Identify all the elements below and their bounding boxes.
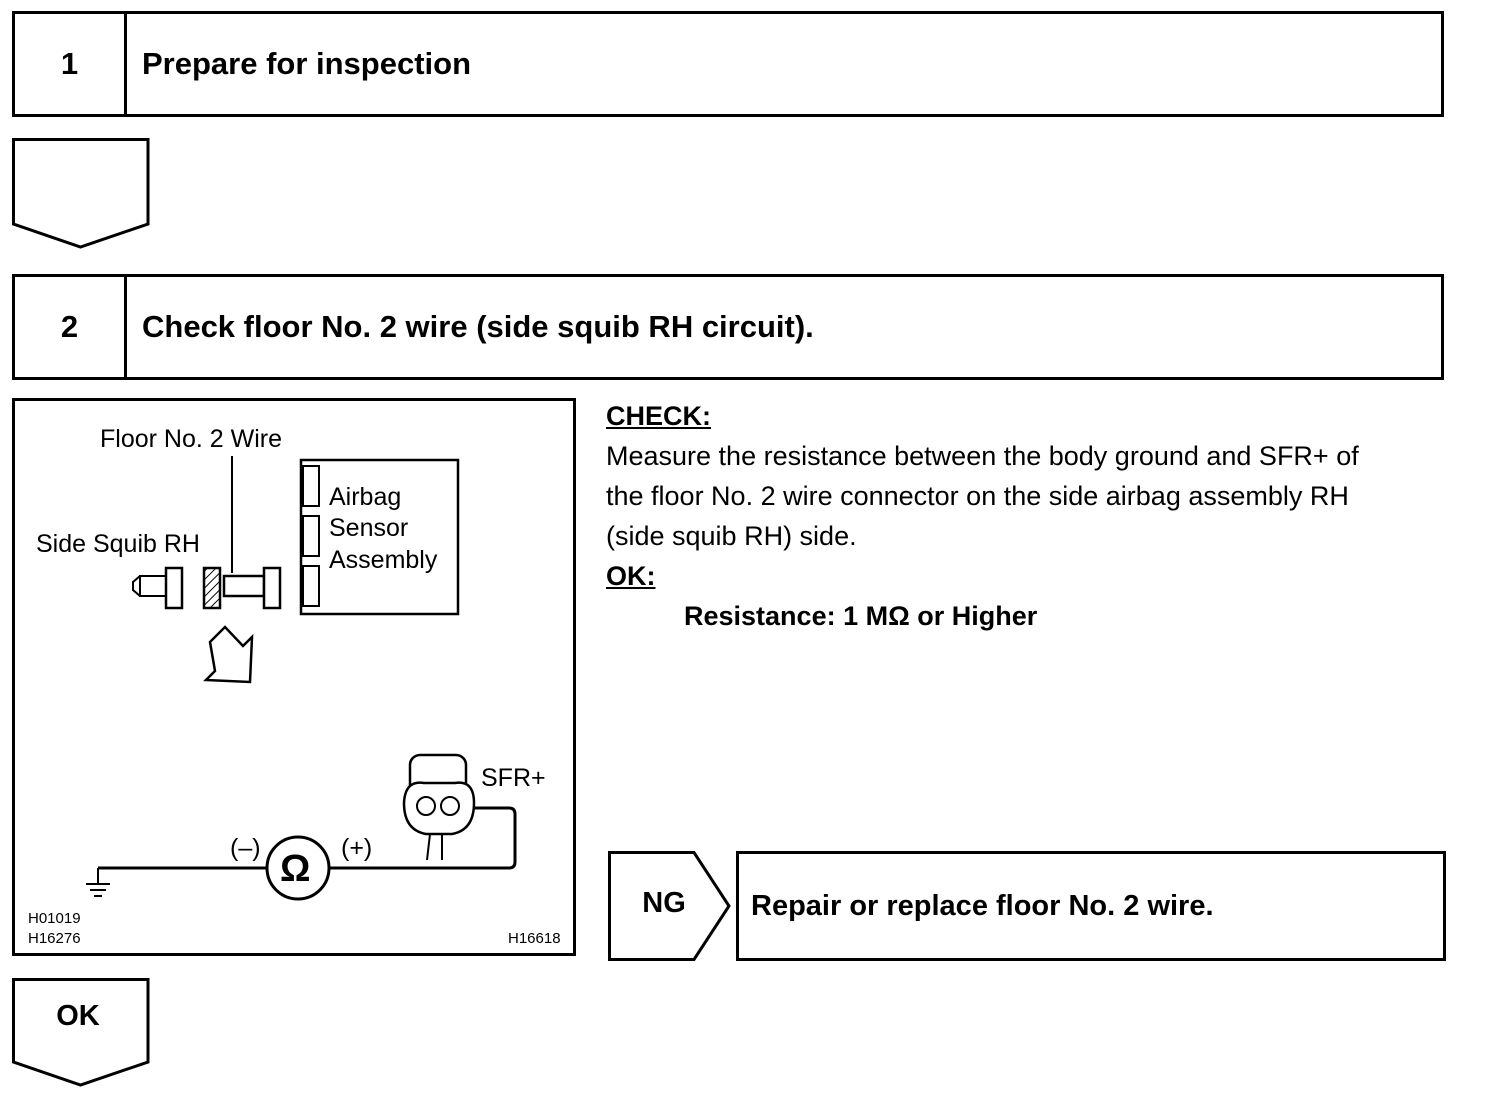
wiring-illustration: Floor No. 2 Wire Side Squib RH Airbag Se… [12, 398, 576, 956]
ok-label: OK [56, 1000, 100, 1032]
figure-code: H01019 [28, 910, 81, 927]
sensor-connector-slot [302, 465, 320, 507]
squib-plug-tip [132, 575, 141, 597]
squib-connector [164, 566, 184, 610]
ng-result-tag: NG [608, 851, 732, 963]
step-title: Prepare for inspection [142, 46, 472, 81]
step-title: Check floor No. 2 wire (side squib RH ci… [142, 309, 814, 344]
floor-wire-label: Floor No. 2 Wire [100, 425, 282, 453]
sensor-connector-slot [302, 515, 320, 557]
figure-code: H16618 [508, 930, 561, 947]
sensor-label-line1: Airbag [329, 483, 402, 511]
sensor-label-line2: Sensor [329, 514, 409, 542]
flow-arrow [12, 138, 150, 250]
check-text-line: Measure the resistance between the body … [606, 441, 1359, 471]
resistance-spec: Resistance: 1 MΩ or Higher [684, 601, 1038, 631]
check-text-line: (side squib RH) side. [606, 521, 857, 551]
floor-wire-body [222, 574, 266, 598]
direction-arrow-icon [203, 625, 254, 684]
plus-label: (+) [341, 834, 373, 862]
step-2-header: 2 Check floor No. 2 wire (side squib RH … [12, 274, 1444, 380]
sensor-assembly-box [299, 458, 460, 616]
step-number: 1 [15, 14, 127, 114]
ok-result-tag: OK [12, 978, 150, 1090]
ok-heading: OK: [606, 561, 656, 591]
terminal-label: SFR+ [481, 764, 546, 792]
minus-label: (–) [230, 834, 261, 862]
connector-wires [426, 833, 443, 861]
ok-arrow-shape [12, 978, 150, 1087]
ng-label: NG [642, 887, 686, 919]
ng-action-text: Repair or replace floor No. 2 wire. [751, 889, 1214, 922]
ng-arrow-shape [608, 851, 731, 961]
squib-plug-body [139, 575, 167, 597]
floor-wire-end-connector [262, 566, 282, 610]
check-instructions: CHECK: Measure the resistance between th… [606, 396, 1456, 636]
sensor-label-line3: Assembly [329, 546, 438, 574]
check-text-line: the floor No. 2 wire connector on the si… [606, 481, 1349, 511]
wiring-diagram [12, 398, 576, 956]
check-heading: CHECK: [606, 401, 711, 431]
step-number: 2 [15, 277, 127, 377]
step-1-header: 1 Prepare for inspection [12, 11, 1444, 117]
ohm-symbol: Ω [280, 848, 311, 890]
sensor-connector-slot [302, 565, 320, 607]
flow-arrow-shape [12, 138, 150, 249]
side-squib-label: Side Squib RH [36, 530, 200, 558]
ng-action-box: Repair or replace floor No. 2 wire. [736, 851, 1446, 961]
floor-wire-connector [202, 566, 222, 610]
test-lead-plus [329, 806, 517, 870]
figure-code: H16276 [28, 930, 81, 947]
